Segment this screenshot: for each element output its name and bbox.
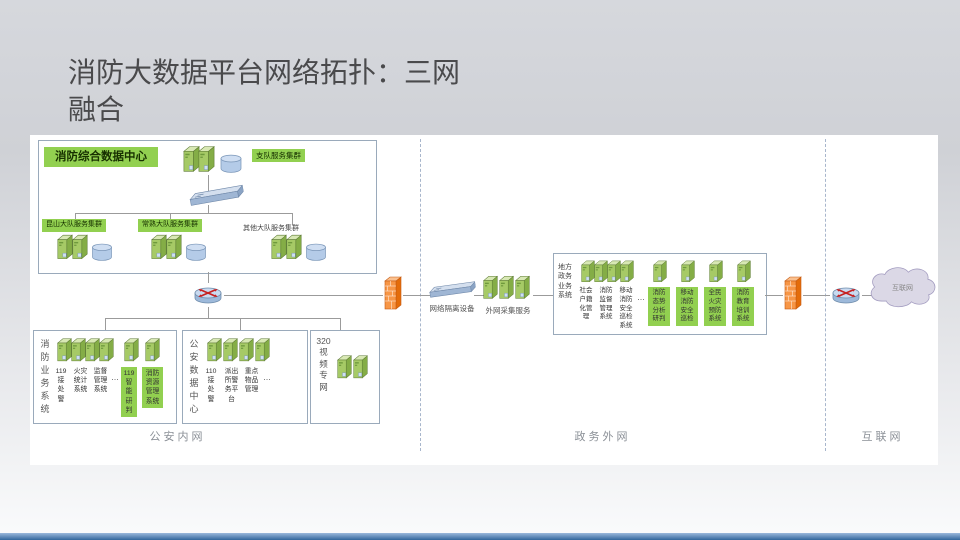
gov-box-title: 地方政务业务系统 [558,264,572,300]
more-systems-ellipsis: … [637,293,645,302]
server-icon [71,232,89,260]
connector [533,295,553,296]
server-icon [197,143,216,173]
fire-datacenter-title: 消防综合数据中心 [44,147,158,167]
system-label: 派出所警务平台 [224,368,239,403]
smart-system-label: 消防资源管理系统 [142,367,163,408]
server-icon [285,232,303,260]
server-icon [498,273,515,300]
server-icon [206,336,223,362]
database-icon [184,243,208,262]
server-icon [123,336,140,362]
slide-title: 消防大数据平台网络拓扑：三网 融合 [68,55,688,129]
detachment-cluster-label: 支队服务集群 [252,149,305,163]
video-network-title: 320视频专网 [316,336,331,392]
connector [292,213,293,225]
server-icon [144,336,161,362]
system-label: 移动消防安全巡检系统 [619,287,633,330]
smart-system-label: 消防态势分析研判 [648,287,670,327]
database-icon [304,243,328,262]
connector [224,295,383,296]
database-icon [90,243,114,262]
fire-business-title: 消防业务系统 [40,339,50,415]
server-icon [254,336,271,362]
system-label: 消防监督管理系统 [599,287,613,321]
brigade-cluster-label-other: 其他大队服务集群 [243,225,299,232]
system-label: 社会户籍化管理 [579,287,593,321]
connector [340,318,341,330]
server-icon [222,336,239,362]
more-systems-ellipsis: … [263,373,271,382]
router-icon [830,283,862,307]
collection-service-label: 外网采集服务 [485,306,531,315]
system-label: 重点物品管理 [244,368,259,394]
connector [240,318,241,330]
smart-system-label: 消防教育培训系统 [732,287,754,327]
server-icon [165,232,183,260]
smart-system-label: 移动消防安全巡检 [676,287,698,327]
connector [208,205,209,213]
firewall-icon [383,275,403,311]
smart-system-label: 119智能研判 [121,367,137,417]
router-icon [192,283,224,307]
database-icon [218,154,244,174]
connector [208,307,209,318]
brigade-cluster-label-changshu: 常熟大队服务集群 [138,219,202,232]
internet-cloud-label: 互联网 [892,285,913,292]
system-label: 119接处警 [55,368,67,403]
police-datacenter-title: 公安数据中心 [189,339,199,415]
system-label: 火灾统计系统 [73,368,88,394]
zone-label-gov-extranet: 政务外网 [574,431,631,443]
connector [765,295,783,296]
server-icon [352,353,369,379]
server-icon [619,258,635,283]
connector [474,295,484,296]
zone-label-internet: 互联网 [861,431,904,443]
connector [862,295,874,296]
more-systems-ellipsis: … [111,373,119,382]
connector [208,175,209,191]
server-icon [482,273,499,300]
server-icon [736,258,752,283]
topology-diagram: 公安内网 政务外网 互联网 消防综合数据中心 支队服务集群 昆山大队服务集群 常… [30,135,938,465]
connector [75,213,292,214]
server-icon [98,336,115,362]
smart-system-label: 全民火灾预防系统 [704,287,726,327]
server-icon [514,273,531,300]
system-label: 110接处警 [205,368,217,403]
zone-label-police-intranet: 公安内网 [149,431,206,443]
slide-title-line2: 融合 [68,95,125,126]
server-icon [336,353,353,379]
system-label: 监督管理系统 [93,368,108,394]
slide-footer-bar [0,533,960,540]
connector [105,318,106,330]
server-icon [238,336,255,362]
firewall-icon [783,275,803,311]
isolation-device-label: 网络隔离设备 [429,304,475,313]
server-icon [708,258,724,283]
network-isolation-device-icon [427,279,477,302]
connector [208,272,209,283]
connector [403,295,430,296]
slide-title-line1: 消防大数据平台网络拓扑：三网 [68,58,461,89]
connector [803,295,830,296]
server-icon [652,258,668,283]
connector [105,318,340,319]
brigade-cluster-label-kunshan: 昆山大队服务集群 [42,219,106,232]
server-icon [680,258,696,283]
